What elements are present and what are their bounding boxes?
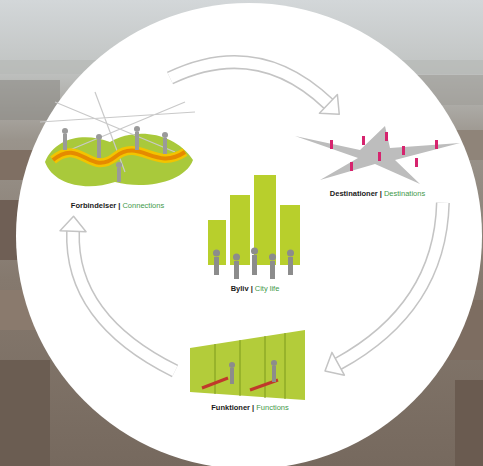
node-label: Byliv |City life (200, 283, 310, 295)
cycle-arrow (60, 216, 175, 371)
english-label: Destinations (384, 189, 425, 198)
concept-illustration (180, 328, 320, 402)
node-label: Forbindelser |Connections (35, 200, 200, 212)
cycle-arrow (170, 62, 339, 114)
cycle-arrow (325, 203, 443, 375)
concept-illustration (200, 165, 310, 283)
concept-node: Byliv |City life (200, 165, 310, 295)
english-label: Functions (256, 403, 289, 412)
danish-label: Forbindelser | (71, 201, 121, 210)
concept-node: Funktioner |Functions (180, 328, 320, 414)
danish-label: Byliv | (231, 284, 253, 293)
node-label: Funktioner |Functions (180, 402, 320, 414)
english-label: Connections (122, 201, 164, 210)
danish-label: Funktioner | (211, 403, 254, 412)
english-label: City life (255, 284, 280, 293)
concept-node: Forbindelser |Connections (35, 82, 200, 212)
concept-node: Destinationer |Destinations (290, 118, 465, 200)
danish-label: Destinationer | (330, 189, 382, 198)
node-label: Destinationer |Destinations (290, 188, 465, 200)
concept-illustration (290, 118, 465, 188)
concept-illustration (35, 82, 200, 200)
